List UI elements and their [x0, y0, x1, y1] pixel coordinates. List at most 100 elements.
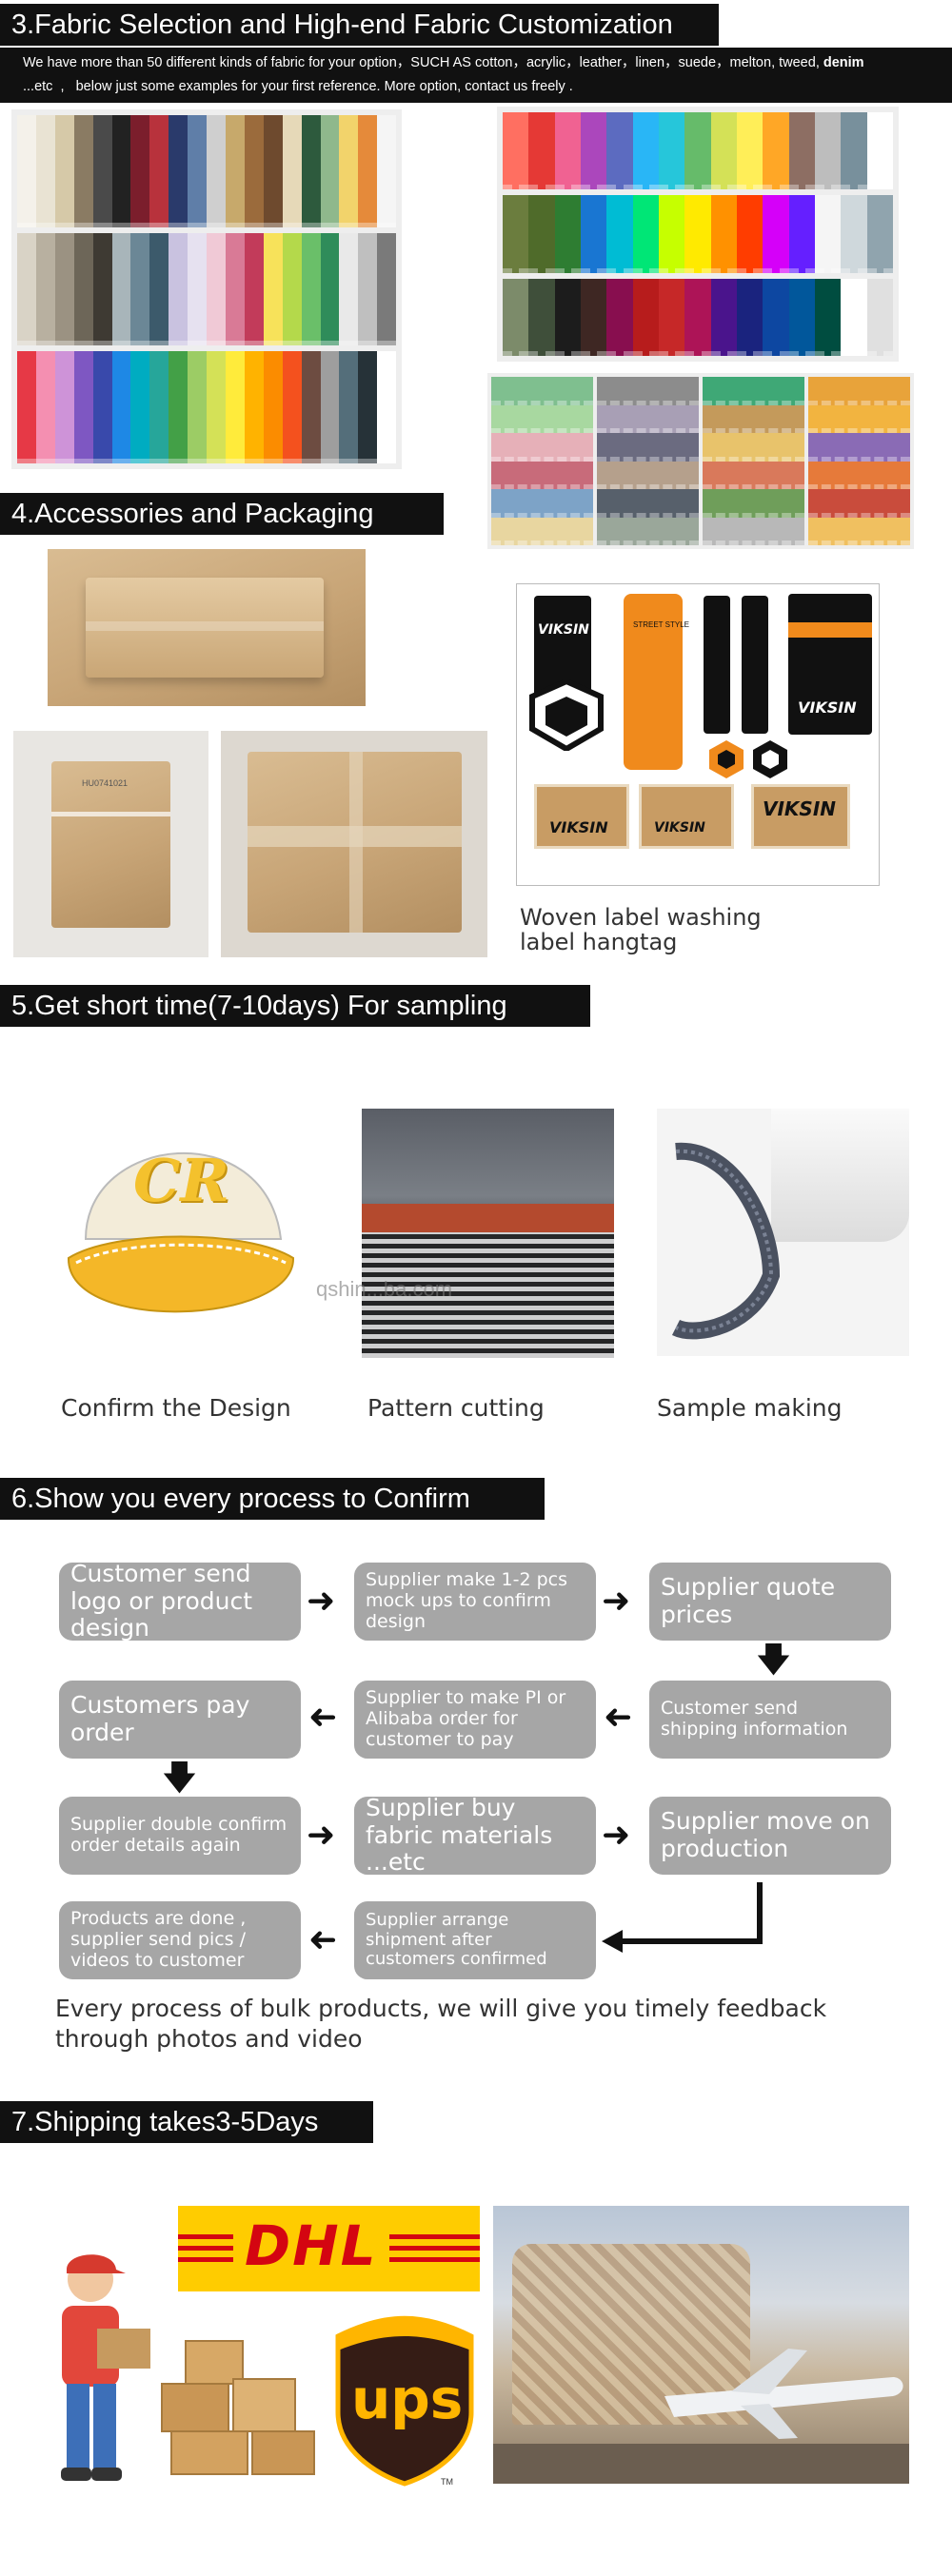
fabric-swatch [169, 351, 188, 463]
fabric-swatch [703, 461, 804, 489]
fabric-swatch [17, 233, 36, 345]
fabric-swatches-right-top [497, 107, 899, 362]
hangtag-orange [624, 594, 683, 770]
fabric-swatch [491, 489, 593, 518]
caption-pattern-cutting: Pattern cutting [367, 1394, 545, 1422]
fabric-swatch [339, 115, 359, 227]
fabric-swatch [169, 115, 188, 227]
fabric-swatch [684, 112, 711, 190]
woven-label-2-text: VIKSIN [654, 820, 705, 836]
fabric-swatch [301, 233, 321, 345]
fabric-swatch [606, 112, 633, 190]
fabric-swatch [263, 233, 283, 345]
packaging-box-photo-2: HU0741021 [13, 731, 208, 957]
fabric-swatch [658, 278, 685, 356]
fabric-swatch [788, 195, 815, 273]
fabric-swatch [149, 233, 169, 345]
intro-line2a: ...etc [23, 79, 53, 94]
fabric-swatch [710, 195, 737, 273]
hangtag-brand-4: VIKSIN [798, 698, 857, 717]
fabric-swatch [736, 112, 764, 190]
fabric-swatch [188, 115, 208, 227]
woven-label-1 [534, 784, 629, 849]
fabric-swatch [703, 404, 804, 433]
fabric-swatch [841, 278, 867, 356]
fabric-swatch [244, 233, 264, 345]
dhl-logo-text: DHL [233, 2213, 389, 2278]
fabric-swatch [808, 377, 910, 405]
fabric-swatch [111, 351, 131, 463]
step-supplier-make-pi: Supplier to make PI or Alibaba order for… [354, 1681, 596, 1759]
hex-badge-black-icon [751, 738, 789, 780]
fabric-swatch [528, 112, 555, 190]
cap-illustration [67, 1151, 295, 1313]
fabric-swatch [92, 115, 112, 227]
fabric-intro: We have more than 50 different kinds of … [0, 48, 952, 103]
fabric-swatch [814, 278, 842, 356]
fabric-swatch [554, 195, 581, 273]
fabric-swatch [788, 278, 815, 356]
fabric-swatch [554, 278, 581, 356]
hangtag-black-2 [704, 596, 730, 734]
fabric-swatch [597, 433, 699, 462]
fabric-swatch [841, 195, 867, 273]
fabric-swatches-left [11, 109, 402, 469]
intro-line1: We have more than 50 different kinds of … [23, 55, 820, 70]
packaging-box-photo-3 [221, 731, 487, 957]
fabric-swatch [814, 195, 842, 273]
fabric-swatch [808, 404, 910, 433]
section-title-process: 6.Show you every process to Confirm [0, 1478, 545, 1520]
fabric-swatch [528, 195, 555, 273]
fabric-swatch [320, 233, 340, 345]
fabric-swatch [263, 115, 283, 227]
fabric-swatch [632, 278, 659, 356]
arrow-left-icon: ➜ [308, 1697, 338, 1736]
fabric-swatch [73, 351, 93, 463]
arrow-left-icon: ➜ [308, 1919, 338, 1958]
fabric-swatch [580, 278, 607, 356]
fabric-swatch [282, 351, 302, 463]
hangtag-black-3 [742, 596, 768, 734]
fabric-swatch [207, 115, 226, 227]
fabric-swatch [130, 115, 150, 227]
fabric-swatch [320, 351, 340, 463]
fabric-swatch [130, 233, 150, 345]
hangtag-orange-text: STREET STYLE [633, 620, 689, 629]
air-cargo-photo [493, 2206, 909, 2484]
fabric-swatch [35, 115, 55, 227]
fabric-swatch [225, 115, 245, 227]
fabric-swatch [808, 433, 910, 462]
fabric-swatch [491, 377, 593, 405]
fabric-swatch [684, 195, 711, 273]
cap-design-image: CR [57, 1096, 305, 1348]
fabric-swatch [149, 351, 169, 463]
fabric-swatch [491, 433, 593, 462]
sample-fabric-shape [671, 1142, 781, 1340]
fabric-swatch [632, 195, 659, 273]
packaging-box-photo-1 [48, 549, 366, 706]
fabric-swatch [703, 489, 804, 518]
fabric-swatch [54, 115, 74, 227]
fabric-swatch [491, 461, 593, 489]
ups-logo-text: ups [351, 2367, 464, 2431]
fabric-swatch [73, 115, 93, 227]
fabric-swatch [111, 233, 131, 345]
woven-label-3-text: VIKSIN [763, 797, 837, 820]
ups-tm: TM [441, 2477, 453, 2487]
fabric-swatch [710, 278, 737, 356]
label-hangtag-sheet: VIKSIN STREET STYLE VIKSIN VIKSIN VIKSIN… [516, 583, 880, 886]
fabric-swatch [808, 517, 910, 545]
fabric-swatch [503, 195, 529, 273]
fabric-swatch [788, 112, 815, 190]
fabric-swatch [282, 115, 302, 227]
fabric-swatch [244, 115, 264, 227]
fabric-swatch [377, 115, 397, 227]
fabric-swatch [632, 112, 659, 190]
step-customer-shipping-info: Customer send shipping information [649, 1681, 891, 1759]
fabric-swatch [597, 377, 699, 405]
fabric-swatch [808, 489, 910, 518]
fabric-swatch [528, 278, 555, 356]
fabric-swatch [207, 351, 226, 463]
fabric-swatch [320, 115, 340, 227]
fabric-swatch [597, 461, 699, 489]
